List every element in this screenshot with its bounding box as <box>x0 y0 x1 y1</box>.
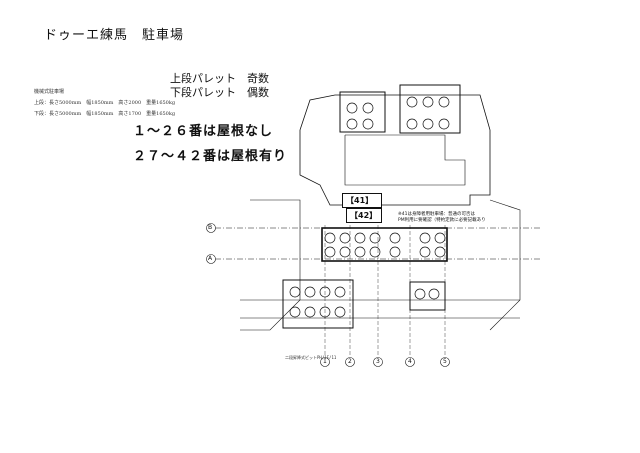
axis-col-5: 5 <box>443 358 447 365</box>
spec-upper-pallet: 上段：長さ5000mm 幅1850mm 高さ2000 重量1650kg <box>34 100 176 106</box>
legend-lower-even: 下段パレット 偶数 <box>170 86 269 99</box>
page-title: ドゥーエ練馬 駐車場 <box>44 28 185 43</box>
spec-heading: 機械式駐車場 <box>34 89 65 95</box>
note-with-roof: ２７～４２番は屋根有り <box>133 149 288 164</box>
axis-col-1: 1 <box>323 358 327 365</box>
slot-41-label: 【41】 <box>342 193 382 208</box>
axis-col-3: 3 <box>376 358 380 365</box>
axis-col-4: 4 <box>408 358 412 365</box>
spec-lower-pallet: 下段：長さ5000mm 幅1850mm 高さ1700 重量1650kg <box>34 111 176 117</box>
axis-label-a: A <box>208 255 213 262</box>
note-no-roof: １～２６番は屋根なし <box>133 124 274 139</box>
slot-42-label: 【42】 <box>346 208 382 223</box>
drawing-note: ※41は身障者用駐車場：普通の可否は PM利用に要確認（特約定款に必要記載あり <box>398 212 486 223</box>
axis-label-b: B <box>208 224 213 231</box>
drawing-footer: 二段昇降式ピットPH/1F/11 <box>285 355 337 360</box>
axis-col-2: 2 <box>348 358 352 365</box>
legend-upper-odd: 上段パレット 奇数 <box>170 72 269 85</box>
